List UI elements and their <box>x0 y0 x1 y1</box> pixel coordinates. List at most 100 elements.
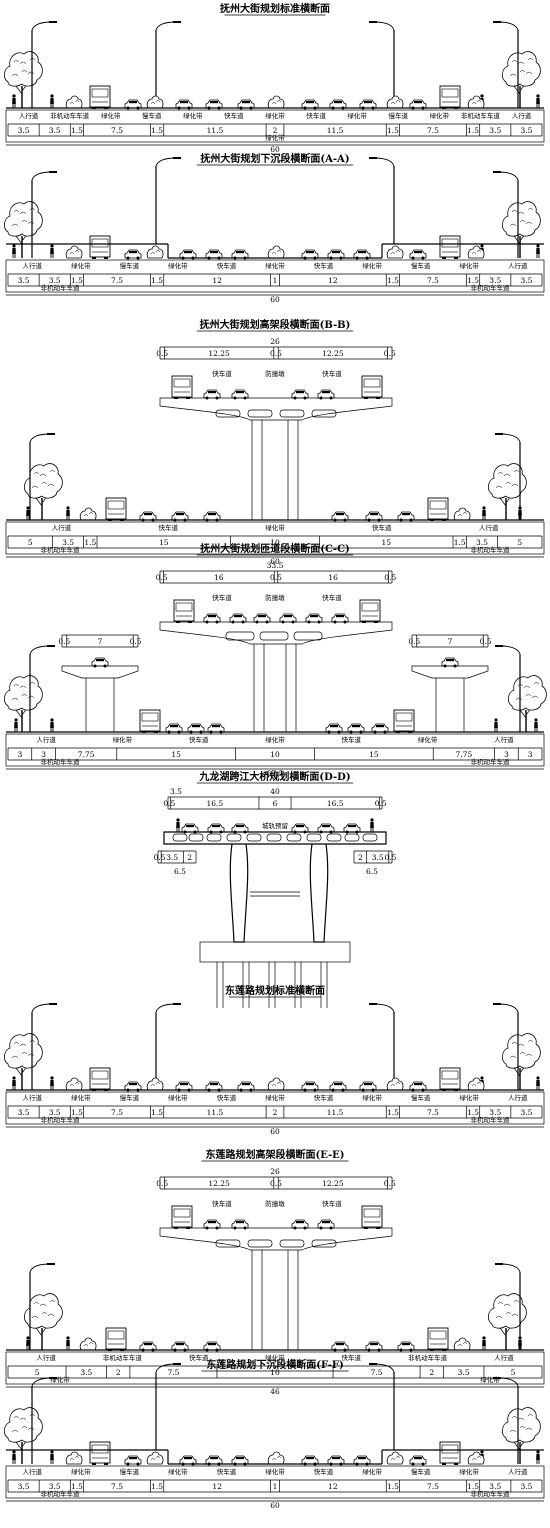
section-4-pedestrian-icon <box>369 817 375 833</box>
section-2-bus-icon <box>427 497 449 522</box>
section-2-dim-label: 5 <box>28 538 33 547</box>
section-0-shrub-icon <box>267 95 285 109</box>
section-7-pedestrian-icon <box>49 1449 55 1465</box>
section-3-dim-label: 7.75 <box>456 750 473 759</box>
section-1-tree-left-icon <box>3 200 44 259</box>
section-4-side-right-dim-label: 0.5 <box>384 853 396 862</box>
section-6-lane-label: 非机动车车道 <box>408 1353 448 1362</box>
section-3-deck-label: 快车道 <box>322 593 342 602</box>
section-2-deck-label: 快车道 <box>212 369 232 378</box>
section-1-tree-right-icon <box>501 200 542 259</box>
section-6-deck-label: 快车道 <box>322 1199 342 1208</box>
section-0-dim-label: 2 <box>273 126 278 135</box>
section-2-deck-bus-icon <box>361 375 383 400</box>
section-0-lane-label: 人行道 <box>19 111 39 120</box>
section-4-bridge-deck <box>163 831 387 845</box>
section-1-car-icon <box>124 249 142 260</box>
section-7-shrub-icon <box>467 1451 485 1465</box>
section-5-dim-label: 3.5 <box>49 1108 61 1117</box>
section-1-dim-label: 1.5 <box>467 276 479 285</box>
section-6-dim-label: 5 <box>511 1368 516 1377</box>
section-5-lane-label: 绿化带 <box>168 1093 188 1102</box>
section-3-lane-label: 快车道 <box>189 735 209 744</box>
section-4-girder-cell <box>172 833 188 842</box>
section-4-left-top: 3.5 <box>170 787 182 796</box>
section-1-lane-label: 绿化带 <box>459 261 479 270</box>
section-0-shrub-icon <box>146 95 164 109</box>
section-6-lane-label: 人行道 <box>494 1353 514 1362</box>
section-2-dim-label: 15 <box>159 538 169 547</box>
section-3-ramp-left-dim-label: 7 <box>98 637 103 646</box>
section-1-dim-label: 3.5 <box>520 276 532 285</box>
section-7-lane-label: 慢车道 <box>120 1467 140 1476</box>
section-0-dim-label: 1.5 <box>467 126 479 135</box>
section-0-tree-right-icon <box>501 50 542 109</box>
section-5-lane-label: 快车道 <box>314 1093 334 1102</box>
section-3-deck-dim-label: 16 <box>214 573 224 582</box>
section-5-shrub-icon <box>267 1077 285 1091</box>
section-5-tree-left-icon <box>3 1032 44 1091</box>
section-3-dim-label: 10 <box>270 750 280 759</box>
section-6-deck-label: 快车道 <box>212 1199 232 1208</box>
section-5-dim-label: 3.5 <box>489 1108 501 1117</box>
section-6-lane-label: 人行道 <box>36 1353 56 1362</box>
section-6-bus-icon <box>105 1327 127 1352</box>
section-4-deck-total: 40 <box>270 787 280 796</box>
section-3-dim-label: 15 <box>369 750 379 759</box>
section-1-car-icon <box>409 249 427 260</box>
section-3-dim-label: 3 <box>17 750 22 759</box>
section-0-dim-label: 11.5 <box>327 126 344 135</box>
section-2-bridge-deck <box>159 397 393 421</box>
section-2-box-girder <box>215 409 241 418</box>
section-2-dim-label: 15 <box>381 538 391 547</box>
section-3-dim-label: 3 <box>41 750 46 759</box>
section-6-table <box>5 1351 545 1385</box>
section-7-lane-label: 慢车道 <box>411 1467 431 1476</box>
section-4-girder-cell <box>188 833 204 842</box>
section-7-lane-label: 快车道 <box>217 1467 237 1476</box>
section-3-ramp-deck-right <box>411 665 489 679</box>
section-5-lane-label: 慢车道 <box>120 1093 140 1102</box>
section-7-bus-icon <box>439 1441 461 1466</box>
section-3-lane-label: 快车道 <box>342 735 362 744</box>
section-5-dim-label: 1.5 <box>387 1108 399 1117</box>
section-5-streetlamp-icon <box>368 1003 395 1091</box>
section-6-dim-label: 5 <box>35 1368 40 1377</box>
section-6-shrub-icon <box>79 1337 97 1351</box>
section-3-title: 抚州大街规划匝道段横断面(C-C) <box>200 542 350 555</box>
section-2-box-girder <box>279 409 305 418</box>
section-5-lane-label: 慢车道 <box>411 1093 431 1102</box>
section-1-shrub-icon <box>146 245 164 259</box>
section-1-lane-label: 绿化带 <box>265 261 285 270</box>
section-1-dim-label: 3.5 <box>489 276 501 285</box>
section-3-table <box>5 733 545 767</box>
section-0-lane-label: 慢车道 <box>142 111 162 120</box>
section-1-dim-label: 3.5 <box>49 276 61 285</box>
section-2-bottom-label: 非机动车车道 <box>471 545 511 554</box>
section-3-lane-label: 人行道 <box>36 735 56 744</box>
section-0-bus-icon <box>89 85 111 110</box>
section-6-deck-dim-label: 0.5 <box>156 1179 168 1188</box>
section-0-dim-label: 7.5 <box>111 126 123 135</box>
section-5-shrub-icon <box>146 1077 164 1091</box>
section-3-tree-left-icon <box>3 674 44 733</box>
section-0-dim-label: 1.5 <box>387 126 399 135</box>
section-3-lane-label: 绿化带 <box>418 735 438 744</box>
section-0-dim-label: 1.5 <box>151 126 163 135</box>
section-0-lane-label: 慢车道 <box>388 111 408 120</box>
section-1-title: 抚州大街规划下沉段横断面(A-A) <box>200 152 349 165</box>
section-3-dim-label: 3 <box>504 750 509 759</box>
section-5-dim-label: 11.5 <box>207 1108 224 1117</box>
section-0-table <box>5 109 545 143</box>
section-5-title: 东莲路规划标准横断面 <box>225 984 325 997</box>
section-5-bus-icon <box>439 1067 461 1092</box>
section-4-deck-dim-label: 16.5 <box>327 799 344 808</box>
section-1-dim-label: 7.5 <box>427 276 439 285</box>
section-7-lane-label: 绿化带 <box>265 1467 285 1476</box>
section-2-deck-label: 防撞墩 <box>265 369 285 378</box>
section-3-pedestrian-icon <box>13 717 19 733</box>
section-2-box-girder <box>247 409 273 418</box>
section-5-pedestrian-icon <box>11 1075 17 1091</box>
section-7-shrub-icon <box>386 1451 404 1465</box>
section-7-dim-label: 1.5 <box>151 1482 163 1491</box>
